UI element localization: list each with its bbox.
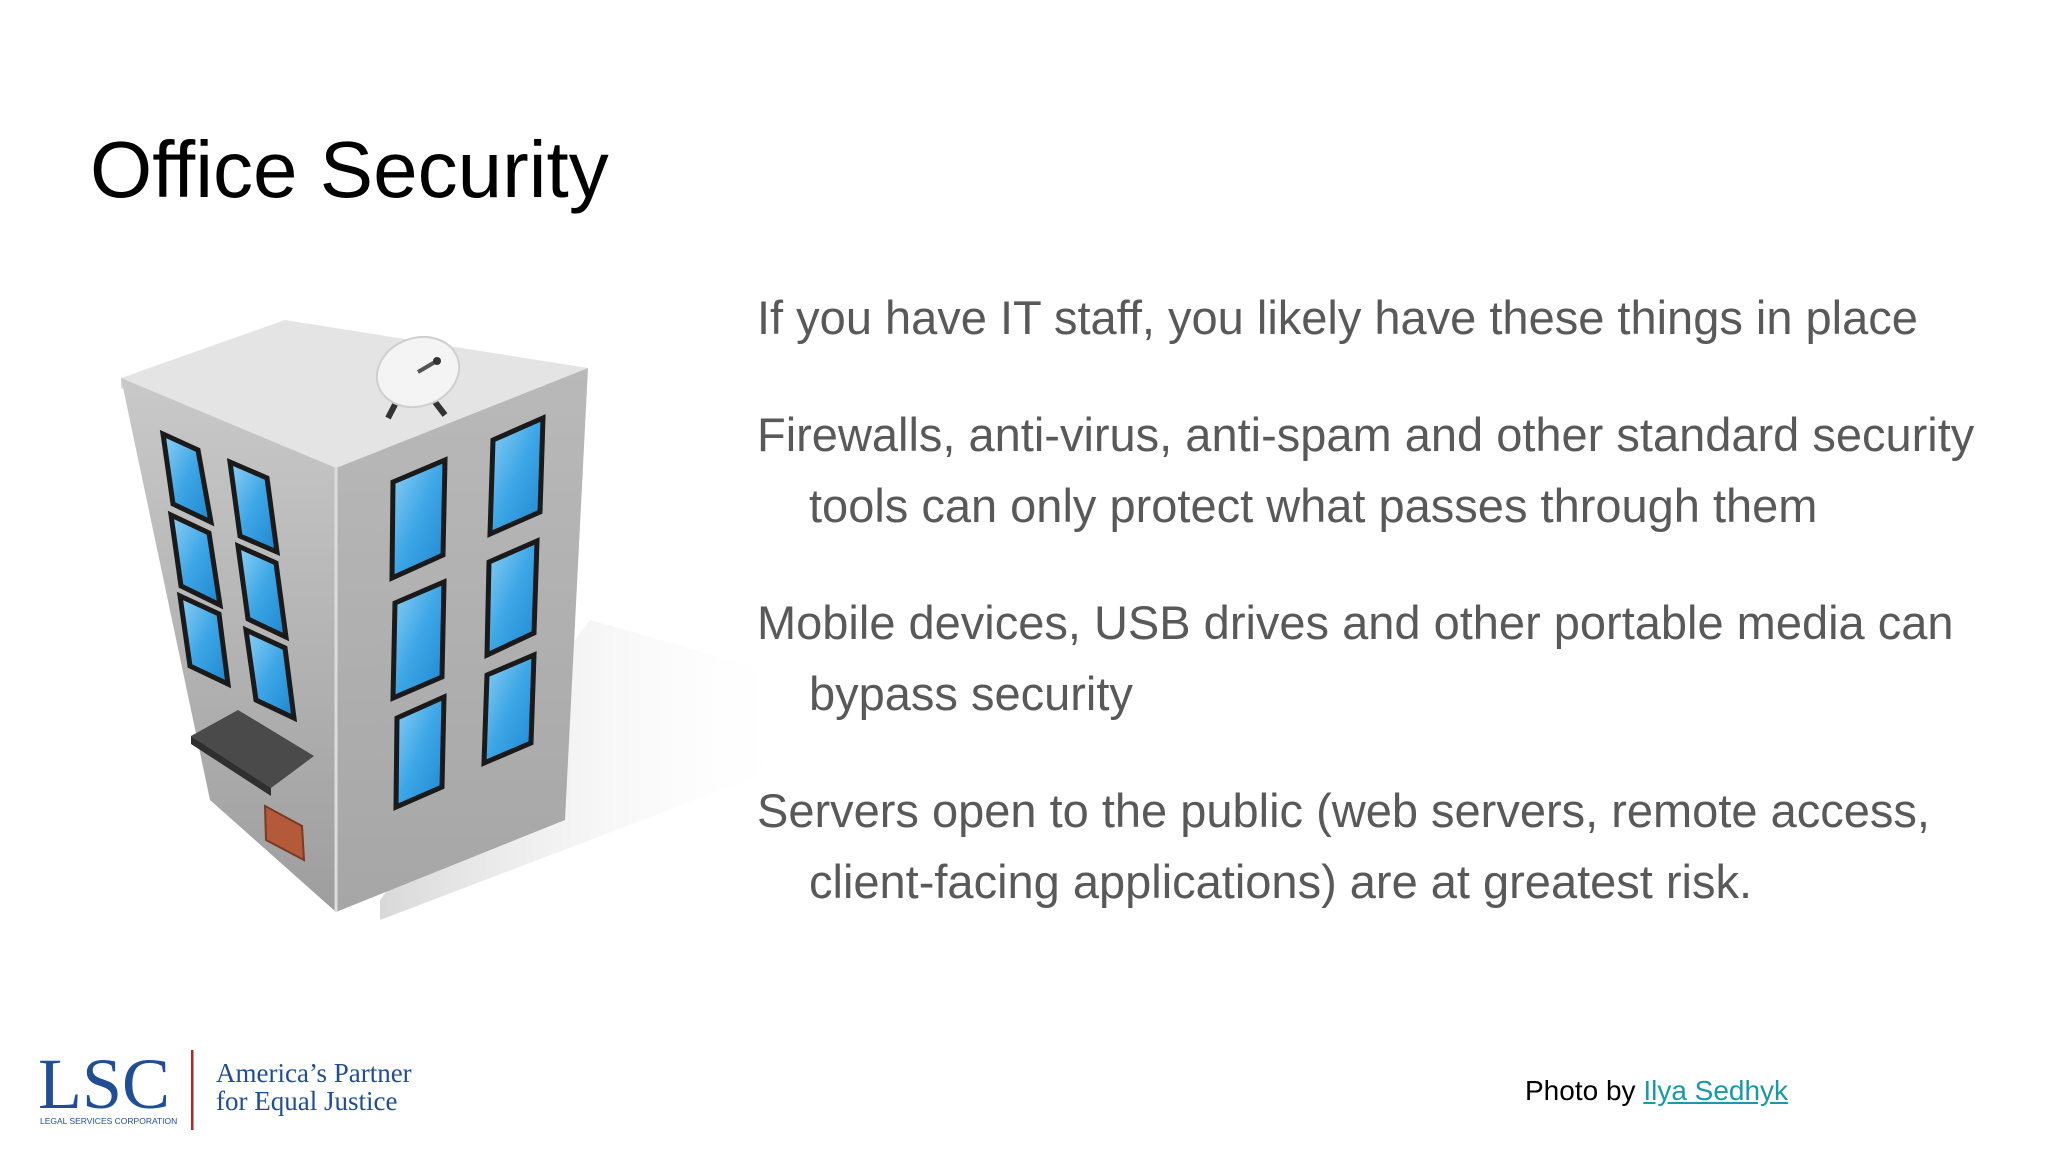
photo-credit-prefix: Photo by xyxy=(1525,1075,1644,1106)
bullet-item: Mobile devices, USB drives and other por… xyxy=(757,596,1954,720)
bullet-item: Servers open to the public (web servers,… xyxy=(757,784,1930,908)
bullet-item: If you have IT staff, you likely have th… xyxy=(757,291,1918,344)
logo-tagline-line2: for Equal Justice xyxy=(216,1086,397,1116)
bullet-item: Firewalls, anti-virus, anti-spam and oth… xyxy=(757,408,1975,532)
bullet-list: If you have IT staff, you likely have th… xyxy=(757,282,1987,963)
slide-title: Office Security xyxy=(90,125,609,214)
lsc-logo: LSC LEGAL SERVICES CORPORATION America’s… xyxy=(38,1044,412,1130)
photo-credit: Photo by Ilya Sedhyk xyxy=(1525,1074,1788,1108)
logo-abbr: LSC xyxy=(38,1044,170,1124)
logo-tagline-line1: America’s Partner xyxy=(216,1058,412,1088)
logo-org-name: LEGAL SERVICES CORPORATION xyxy=(40,1116,177,1126)
satellite-dish-icon xyxy=(375,335,461,420)
logo-divider xyxy=(191,1050,194,1130)
photo-credit-link[interactable]: Ilya Sedhyk xyxy=(1643,1075,1789,1106)
office-building-illustration xyxy=(121,320,800,920)
